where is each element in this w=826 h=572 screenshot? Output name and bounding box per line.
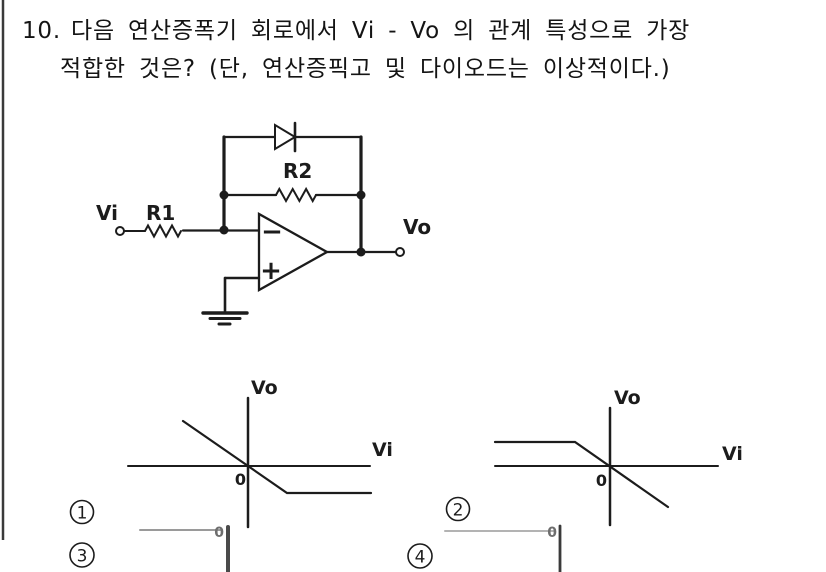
resistor-r2-symbol (275, 186, 317, 204)
choice-2-number: 2 (453, 501, 464, 521)
choice-3-circle (69, 542, 95, 568)
answer-graph-3-partial (139, 525, 230, 572)
ground-symbol (201, 311, 249, 326)
choice-3-number: 3 (77, 547, 88, 567)
question-line-2: 적합한 것은? (단, 연산증픽고 및 다이오드는 이상적이다.) (60, 49, 671, 83)
graph4-origin-label: 0 (547, 525, 557, 541)
choice-marker-2: 2 (445, 496, 471, 522)
question-text-line1: 다음 연산증폭기 회로에서 Vi - Vo 의 관계 특성으로 가장 (70, 18, 691, 44)
choice-1-number: 1 (77, 504, 88, 524)
choice-4-number: 4 (415, 548, 426, 568)
graph1-vo-label: Vo (251, 377, 278, 399)
vo-label: Vo (403, 215, 431, 239)
node-dot (219, 225, 229, 235)
graph1-vi-label: Vi (372, 439, 393, 461)
graph1-curve (181, 419, 373, 495)
vi-terminal (115, 226, 125, 236)
resistor-r1-symbol (144, 223, 182, 239)
circuit-diagram (115, 121, 405, 326)
diode-symbol (274, 123, 297, 151)
node-dot (219, 190, 229, 200)
answer-graph-2 (493, 406, 719, 527)
graph2-vi-label: Vi (722, 443, 743, 465)
vi-label: Vi (96, 201, 118, 225)
opamp-minus-sign: − (261, 217, 283, 247)
graph3-origin-label: 0 (214, 525, 224, 541)
r2-label: R2 (283, 159, 312, 183)
node-dot (356, 247, 366, 257)
question-line-1: 10. 다음 연산증폭기 회로에서 Vi - Vo 의 관계 특성으로 가장 (22, 11, 690, 45)
choice-4-circle (407, 543, 433, 569)
question-number: 10. (22, 18, 61, 44)
answer-graph-4-partial (444, 524, 562, 572)
question-text-line2: 적합한 것은? (단, 연산증픽고 및 다이오드는 이상적이다.) (60, 56, 671, 82)
graph1-origin-label: 0 (235, 470, 246, 489)
choice-marker-1: 1 (69, 499, 95, 525)
vo-terminal (395, 247, 405, 257)
choice-1-circle (69, 499, 95, 525)
graph2-origin-label: 0 (596, 471, 607, 490)
graph2-vo-label: Vo (614, 387, 641, 409)
opamp-plus-sign: + (260, 256, 282, 286)
choice-marker-3: 3 (69, 542, 95, 568)
answer-graph-1 (127, 396, 373, 529)
node-dot (356, 190, 366, 200)
opamp-symbol (257, 212, 330, 292)
r1-label: R1 (146, 201, 175, 225)
choice-marker-4: 4 (407, 543, 433, 569)
choice-2-circle (445, 496, 471, 522)
graph2-curve (493, 440, 670, 509)
